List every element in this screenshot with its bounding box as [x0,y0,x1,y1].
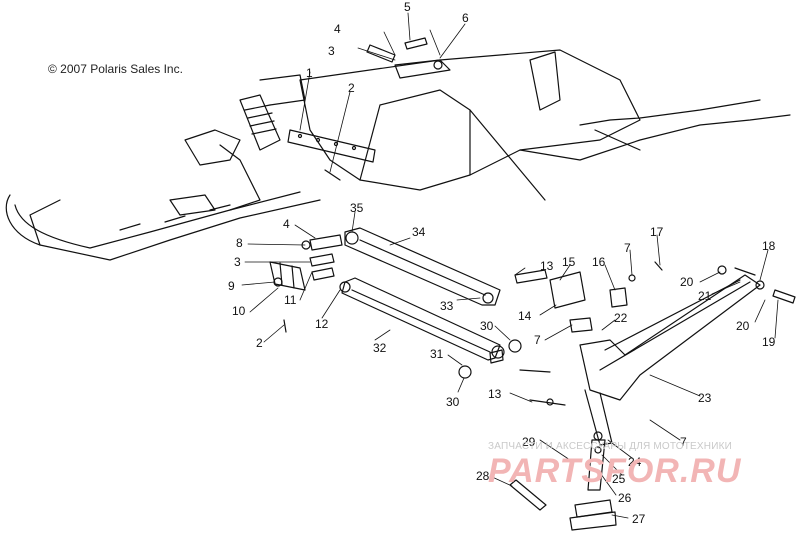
callout-10: 10 [232,304,246,318]
callout-30: 30 [480,319,494,333]
mounting-plate [287,129,376,181]
callout-18: 18 [762,239,776,253]
nuts-30-31 [458,339,522,379]
callout-17: 17 [650,225,664,239]
callout-13: 13 [540,259,554,273]
callout-29: 29 [522,435,536,449]
watermark-text: ЗАПЧАСТИ И АКСЕССУАРЫ ДЛЯ МОТОТЕХНИКИ [488,441,733,452]
callout-21: 21 [698,289,712,303]
callout-12: 12 [315,317,329,331]
callout-4: 4 [334,22,341,36]
bolts [509,369,566,511]
callout-15: 15 [562,255,576,269]
callout-14: 14 [518,309,532,323]
callout-5: 5 [404,0,411,14]
callout-27: 27 [632,512,646,526]
callout-30b: 30 [446,395,460,409]
callout-7: 7 [624,241,631,255]
right-hardware [717,265,796,304]
callout-24: 24 [628,455,642,469]
copyright-notice: © 2007 Polaris Sales Inc. [48,62,183,76]
callout-32: 32 [373,341,387,355]
ski-assembly [5,74,321,261]
callout-31: 31 [430,347,444,361]
leader-lines [241,12,779,519]
callout-7b: 7 [534,333,541,347]
callout-3b: 3 [234,255,241,269]
watermark-logo: PARTSFOR.RU [488,452,742,490]
callout-20: 20 [680,275,694,289]
upper-hardware [366,37,451,79]
callout-labels: 5 6 4 3 1 2 35 34 4 8 3 9 11 10 12 2 33 … [228,0,776,526]
callout-2b: 2 [256,336,263,350]
spindle-lower [569,431,617,531]
callout-7c: 7 [680,435,687,449]
radius-rod-upper [344,227,501,306]
callout-25: 25 [612,472,626,486]
chassis-body [299,49,791,201]
callout-11: 11 [284,293,297,307]
callout-35: 35 [350,201,364,215]
callout-23: 23 [698,391,712,405]
callout-3: 3 [328,44,335,58]
callout-2: 2 [348,81,355,95]
callout-16: 16 [592,255,606,269]
callout-26: 26 [618,491,632,505]
callout-34: 34 [412,225,426,239]
callout-20b: 20 [736,319,750,333]
trailing-arm [579,274,761,446]
callout-19: 19 [762,335,776,349]
callout-28: 28 [476,469,490,483]
callout-6: 6 [462,11,469,25]
callout-4b: 4 [283,217,290,231]
callout-9: 9 [228,279,235,293]
callout-22: 22 [614,311,628,325]
left-bracket [269,234,343,333]
callout-33: 33 [440,299,454,313]
callout-8: 8 [236,236,243,250]
spindle-brackets [514,261,663,333]
callout-13b: 13 [488,387,502,401]
callout-1: 1 [306,66,313,80]
